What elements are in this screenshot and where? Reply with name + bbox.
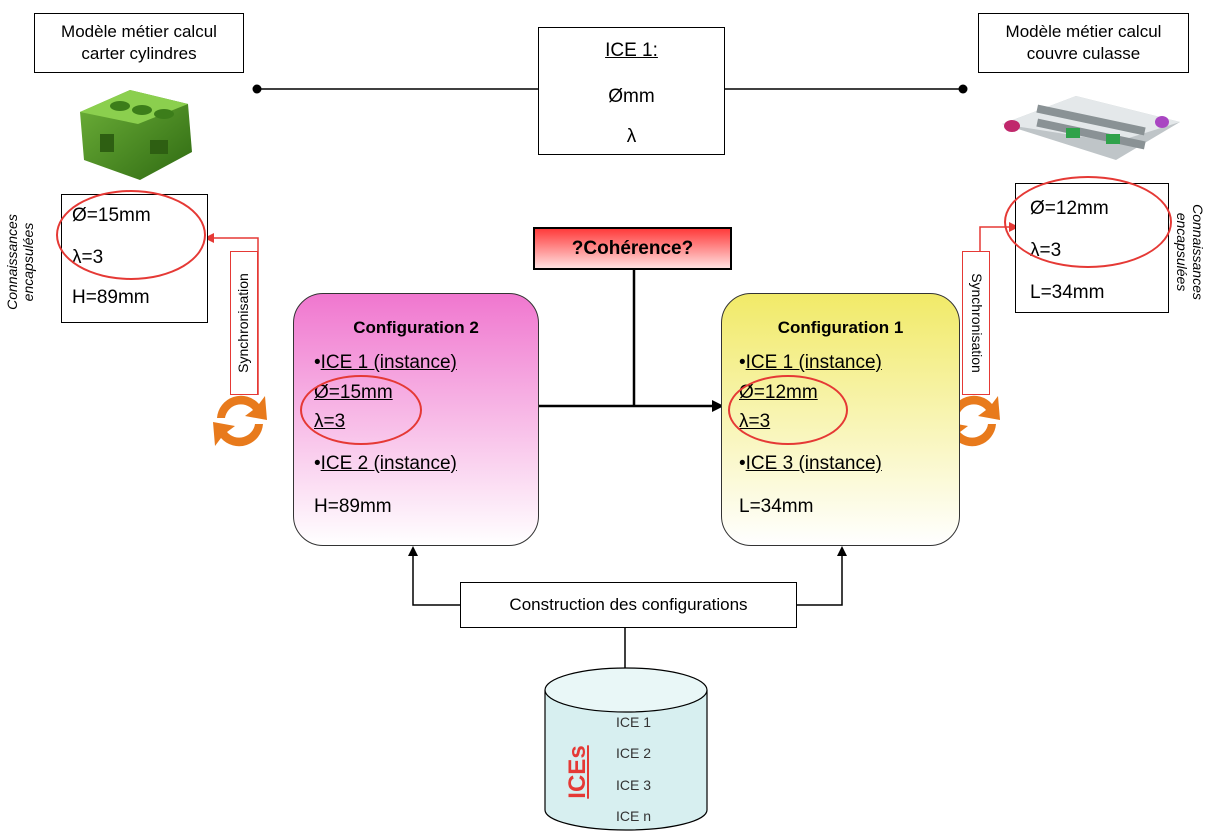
model-box-carter-line2: carter cylindres [81, 44, 197, 63]
sync-left-arrowhead [204, 233, 214, 243]
model-box-culasse-line1: Modèle métier calcul [1005, 22, 1162, 41]
configuration-1-ice3-label: ICE 3 (instance) [745, 453, 882, 474]
right-knowledge-line2: encapsulées [1174, 212, 1190, 292]
construction-box: Construction des configurations [460, 582, 797, 628]
bullet: • [739, 453, 746, 474]
configuration-2-ice2: •ICE 2 (instance) [314, 453, 457, 475]
ice-definition-diameter: Ømm [608, 86, 655, 107]
sync-right-label: Synchronisation [969, 273, 985, 373]
ice-definition-lambda: λ [626, 126, 637, 147]
right-knowledge-label: Connaissances encapsulées [1172, 197, 1206, 307]
model-box-carter: Modèle métier calcul carter cylindres [34, 13, 244, 73]
coherence-box: ?Cohérence? [533, 227, 732, 270]
model-box-culasse-line2: couvre culasse [1026, 44, 1141, 63]
configuration-1-ice1-label: ICE 1 (instance) [745, 352, 882, 373]
coherence-arrowhead-right [712, 400, 724, 412]
left-knowledge-line2: encapsulées [20, 222, 36, 302]
configuration-1-title: Configuration 1 [777, 318, 904, 337]
construction-label: Construction des configurations [509, 595, 748, 614]
bullet: • [314, 352, 321, 373]
construction-right-arrowhead [837, 546, 847, 556]
database-item: ICE 2 [616, 745, 652, 761]
configuration-2-highlight [300, 375, 422, 445]
configuration-1-ice3: •ICE 3 (instance) [739, 453, 882, 475]
bullet: • [739, 352, 746, 373]
database-item: ICE n [616, 808, 652, 824]
top-line-left-dot [252, 84, 262, 94]
database-item: ICE 3 [616, 777, 652, 793]
left-knowledge-label: Connaissances encapsulées [4, 207, 38, 317]
configuration-1-length: L=34mm [739, 496, 814, 517]
configuration-2-ice1: •ICE 1 (instance) [314, 352, 457, 374]
right-params-highlight [1004, 176, 1172, 268]
top-line-right-dot [958, 84, 968, 94]
engine-block-image [80, 90, 192, 180]
right-param-length: L=34mm [1030, 282, 1105, 303]
sync-left-label: Synchronisation [235, 273, 251, 373]
left-knowledge-line1: Connaissances [4, 214, 20, 310]
configuration-1-highlight [728, 375, 848, 445]
cylinder-head-image [1002, 96, 1180, 160]
configuration-2-ice2-label: ICE 2 (instance) [320, 453, 457, 474]
sync-right-box [962, 251, 990, 395]
ices-database-label: ICEs [564, 745, 591, 799]
bullet: • [314, 453, 321, 474]
configuration-2-height: H=89mm [314, 496, 392, 517]
configuration-2-title: Configuration 2 [353, 318, 479, 337]
left-param-height: H=89mm [72, 287, 150, 308]
ice-definition-box: ICE 1: Ømm λ [538, 27, 725, 155]
model-box-culasse: Modèle métier calcul couvre culasse [978, 13, 1189, 73]
configuration-1-ice1: •ICE 1 (instance) [739, 352, 882, 374]
sync-left-box [230, 251, 258, 395]
left-params-highlight [56, 190, 206, 280]
construction-right-arrow [797, 555, 843, 606]
construction-left-arrow [412, 555, 460, 606]
sync-left-rotate-icon [213, 395, 267, 447]
model-box-carter-line1: Modèle métier calcul [61, 22, 217, 41]
database-item: ICE 1 [616, 714, 652, 730]
sync-left-outline [208, 237, 259, 395]
right-knowledge-line1: Connaissances [1190, 204, 1206, 300]
construction-left-arrowhead [408, 546, 418, 556]
ices-database-icon [544, 667, 708, 831]
ice-definition-title: ICE 1: [605, 40, 658, 61]
configuration-2-ice1-label: ICE 1 (instance) [320, 352, 457, 373]
coherence-label: ?Cohérence? [571, 237, 694, 259]
